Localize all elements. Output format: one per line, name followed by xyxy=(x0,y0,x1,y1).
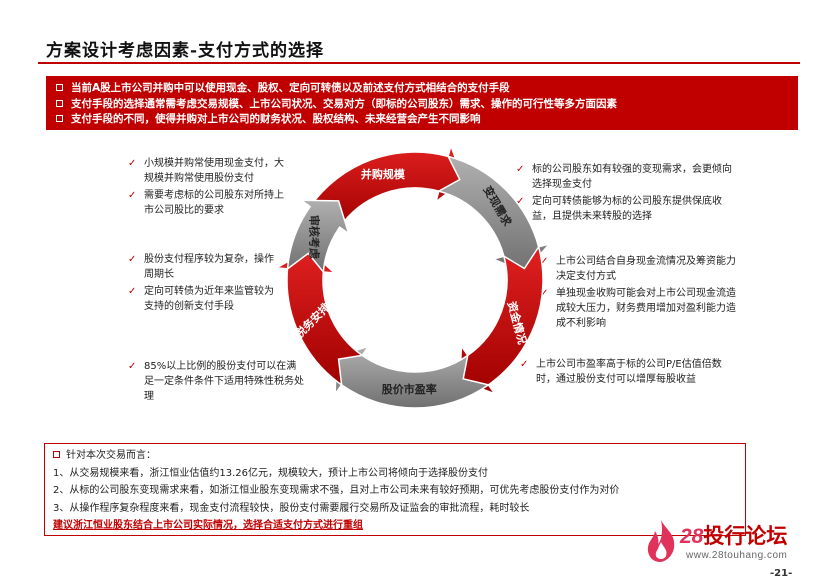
check-icon: ✓ xyxy=(128,286,137,297)
logo-text: 投行论坛 xyxy=(703,525,788,548)
page-title: 方案设计考虑因素-支付方式的选择 xyxy=(46,41,325,61)
check-icon: ✓ xyxy=(516,196,525,207)
square-bullet-icon xyxy=(53,451,60,458)
note-valuation: ✓上市公司市盈率高于标的公司P/E估值倍数时，通过股份支付可以增厚每股收益 xyxy=(520,359,722,385)
page-number: -21- xyxy=(770,568,793,579)
banner-item: 支付手段的选择通常需考虑交易规模、上市公司状况、交易对方（即标的公司股东）需求、… xyxy=(56,96,788,112)
logo-number: 28 xyxy=(680,525,704,548)
cycle-label-valuation: 股价市盈率 xyxy=(382,382,437,396)
banner-item: 当前A股上市公司并购中可以使用现金、股权、定向可转债以及前述支付方式相结合的支付… xyxy=(56,80,788,96)
logo-url: www.28touhang.com xyxy=(686,550,788,561)
check-icon: ✓ xyxy=(540,256,549,267)
square-bullet-icon xyxy=(56,84,63,92)
note-scale: ✓小规模并购常使用现金支付，大规模并购常使用股份支付 ✓需要考虑标的公司股东对所… xyxy=(128,158,284,216)
check-icon: ✓ xyxy=(128,361,137,372)
conclusion-item: 3、从操作程序复杂程度来看，现金支付流程较快，股份支付需要履行交易所及证监会的审… xyxy=(53,502,530,514)
conclusion-item: 2、从标的公司股东变现需求来看，如浙江恒业股东变现需求不强，且对上市公司未来有较… xyxy=(53,485,620,496)
check-icon: ✓ xyxy=(128,190,137,201)
conclusion-item: 1、从交易规模来看，浙江恒业估值约13.26亿元，规模较大，预计上市公司将倾向于… xyxy=(53,467,488,479)
check-icon: ✓ xyxy=(128,254,137,265)
check-icon: ✓ xyxy=(516,164,525,175)
note-tax: ✓85%以上比例的股份支付可以在满足一定条件条件下适用特殊性税务处理 xyxy=(128,361,304,402)
check-icon: ✓ xyxy=(540,288,549,299)
square-bullet-icon xyxy=(56,115,63,123)
cycle-arrow-funding xyxy=(458,245,544,396)
square-bullet-icon xyxy=(56,99,63,107)
title-divider xyxy=(38,62,800,64)
forum-logo[interactable]: 28投行论坛 www.28touhang.com xyxy=(642,518,812,566)
banner-item: 支付手段的不同，使得并购对上市公司的财务状况、股权结构、未来经营会产生不同影响 xyxy=(56,111,788,127)
summary-banner: 当前A股上市公司并购中可以使用现金、股权、定向可转债以及前述支付方式相结合的支付… xyxy=(46,76,798,130)
flame-icon xyxy=(647,520,675,562)
check-icon: ✓ xyxy=(520,359,529,370)
cycle-label-review: 审核考虑 xyxy=(308,215,322,259)
cycle-label-merger-scale: 并购规模 xyxy=(361,167,406,181)
conclusion-recommendation: 建议浙江恒业股东结合上市公司实际情况，选择合适支付方式进行重组 xyxy=(53,520,363,531)
note-review: ✓股份支付程序较为复杂，操作周期长 ✓定向可转债为近年来监管较为支持的创新支付手… xyxy=(128,254,274,312)
note-funding: ✓上市公司结合自身现金流情况及筹资能力决定支付方式 ✓单独现金收购可能会对上市公… xyxy=(540,256,736,329)
check-icon: ✓ xyxy=(128,158,137,169)
conclusion-box: 针对本次交易而言： 1、从交易规模来看，浙江恒业估值约13.26亿元，规模较大，… xyxy=(44,443,746,536)
note-liquidity: ✓标的公司股东如有较强的变现需求，会更倾向选择现金支付 ✓定向可转债能够为标的公… xyxy=(516,164,732,222)
cycle-arrow-review xyxy=(286,199,351,274)
conclusion-heading: 针对本次交易而言： xyxy=(66,450,156,461)
